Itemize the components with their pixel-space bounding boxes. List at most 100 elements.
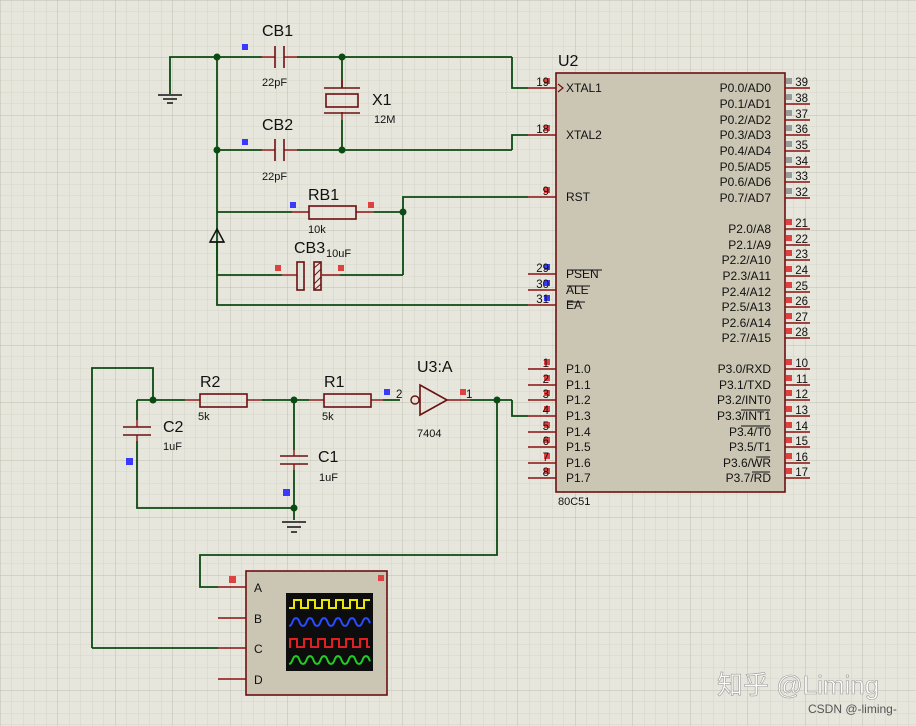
mcu-pin-number: 13 — [795, 405, 808, 417]
clock-pin-marker — [557, 83, 564, 93]
capacitor-cb3[interactable]: CB3 10uF — [275, 240, 351, 291]
wires — [91, 56, 528, 649]
pin-state-marker — [786, 453, 792, 459]
mcu-pin-label: P3.3/INT1 — [717, 409, 771, 423]
pin-state-marker — [544, 78, 550, 84]
power-terminal-symbol[interactable] — [208, 227, 226, 243]
mcu-pin-number: 36 — [795, 124, 808, 136]
mcu-pin-number: 26 — [795, 296, 808, 308]
pin-state-marker — [544, 359, 550, 365]
cb1-value: 22pF — [262, 77, 287, 89]
mcu-pin-label: RST — [566, 190, 591, 204]
mcu-pin-label: XTAL1 — [566, 81, 602, 95]
mcu-pin-label: P1.1 — [566, 378, 591, 392]
pin-state-marker — [786, 110, 792, 116]
pin-state-marker — [786, 219, 792, 225]
mcu-pin-number: 17 — [795, 467, 808, 479]
pin-state-marker — [786, 328, 792, 334]
mcu-pin-number: 12 — [795, 389, 808, 401]
cb3-ref: CB3 — [294, 240, 325, 257]
mcu-pin-number: 7 — [543, 452, 549, 464]
pin-state-marker — [786, 157, 792, 163]
mcu-pin-number: 29 — [536, 263, 549, 275]
capacitor-c1[interactable]: C1 1uF — [280, 449, 339, 496]
mcu-pin-label: P0.0/AD0 — [720, 81, 772, 95]
mcu-pin-number: 24 — [795, 265, 808, 277]
mcu-pin-label: P2.7/A15 — [722, 331, 772, 345]
resistor-r2[interactable]: R2 5k — [185, 374, 262, 423]
scope-channel-a: A — [254, 581, 262, 595]
mcu-pin-number: 30 — [536, 279, 549, 291]
rb1-ref: RB1 — [308, 187, 339, 204]
capacitor-cb2[interactable]: CB2 22pF — [242, 117, 297, 183]
mcu-pin-label: P3.2/INT0 — [717, 393, 771, 407]
pin-state-marker — [786, 235, 792, 241]
trace-c — [289, 638, 370, 648]
mcu-pin-label: P0.4/AD4 — [720, 144, 772, 158]
resistor-rb1[interactable]: RB1 10k — [290, 187, 374, 236]
mcu-pin-number: 6 — [543, 436, 549, 448]
inverter-u3a[interactable]: U3:A 7404 2 1 — [384, 359, 472, 440]
pin-state-marker — [786, 406, 792, 412]
pin-state-marker — [544, 390, 550, 396]
mcu-ref: U2 — [558, 53, 579, 70]
ground-symbol-bottom[interactable] — [282, 521, 306, 533]
scope-channel-b: B — [254, 612, 262, 626]
pin-state-marker — [544, 125, 550, 131]
mcu-pin-number: 16 — [795, 452, 808, 464]
mcu-pin-number: 23 — [795, 249, 808, 261]
crystal-x1[interactable]: X1 12M — [324, 80, 395, 126]
oscilloscope[interactable]: A B C D — [218, 570, 388, 696]
mcu-pin-label: P0.2/AD2 — [720, 113, 772, 127]
scope-channel-d: D — [254, 673, 263, 687]
mcu-pin-number: 11 — [796, 374, 808, 386]
mcu-pin-number: 8 — [543, 467, 549, 479]
pin-state-marker — [786, 359, 792, 365]
mcu-pin-label: P2.5/A13 — [722, 300, 772, 314]
mcu-pin-label: P1.7 — [566, 471, 591, 485]
mcu-pin-label: P1.6 — [566, 456, 591, 470]
mcu-pin-label: EA — [566, 298, 582, 312]
mcu-pin-label: P1.5 — [566, 440, 591, 454]
x1-value: 12M — [374, 114, 395, 126]
mcu-pin-label: P3.4/T0 — [729, 425, 771, 439]
mcu-pin-label: P0.7/AD7 — [720, 191, 772, 205]
mcu-pin-label: P1.0 — [566, 362, 591, 376]
r2-value: 5k — [198, 411, 210, 423]
capacitor-cb1[interactable]: CB1 22pF — [242, 23, 297, 89]
mcu-pin-number: 21 — [795, 218, 808, 230]
pin-state-marker — [786, 390, 792, 396]
mcu-pin-label: ALE — [566, 283, 589, 297]
mcu-pin-number: 39 — [795, 77, 808, 89]
mcu-pin-number: 18 — [536, 124, 549, 136]
pin-overbars — [567, 269, 770, 473]
mcu-pin-label: P3.5/T1 — [729, 440, 771, 454]
r1-ref: R1 — [324, 374, 345, 391]
pin-state-marker — [786, 94, 792, 100]
pin-state-marker — [544, 422, 550, 428]
pin-state-marker — [786, 437, 792, 443]
pin-state-marker — [544, 406, 550, 412]
ground-symbol-top[interactable] — [158, 88, 182, 104]
mcu-pin-label: P2.6/A14 — [722, 316, 772, 330]
mcu-body[interactable] — [555, 72, 786, 493]
mcu-pin-number: 27 — [795, 312, 808, 324]
pin-state-marker — [544, 280, 550, 286]
mcu-pin-number: 34 — [795, 156, 808, 168]
mcu-pin-label: P2.4/A12 — [722, 285, 772, 299]
c2-value: 1uF — [163, 441, 182, 453]
trace-a — [289, 599, 370, 609]
mcu-pin-number: 10 — [795, 358, 808, 370]
mcu-pin-label: XTAL2 — [566, 128, 602, 142]
pin-state-marker — [786, 78, 792, 84]
mcu-pin-label: P2.0/A8 — [728, 222, 771, 236]
resistor-r1[interactable]: R1 5k — [309, 374, 383, 423]
r2-ref: R2 — [200, 374, 221, 391]
capacitor-c2[interactable]: C2 1uF — [123, 419, 184, 465]
pin-state-marker — [786, 125, 792, 131]
pin-state-marker — [544, 453, 550, 459]
pin-state-marker — [786, 468, 792, 474]
mcu-pin-number: 37 — [795, 109, 808, 121]
